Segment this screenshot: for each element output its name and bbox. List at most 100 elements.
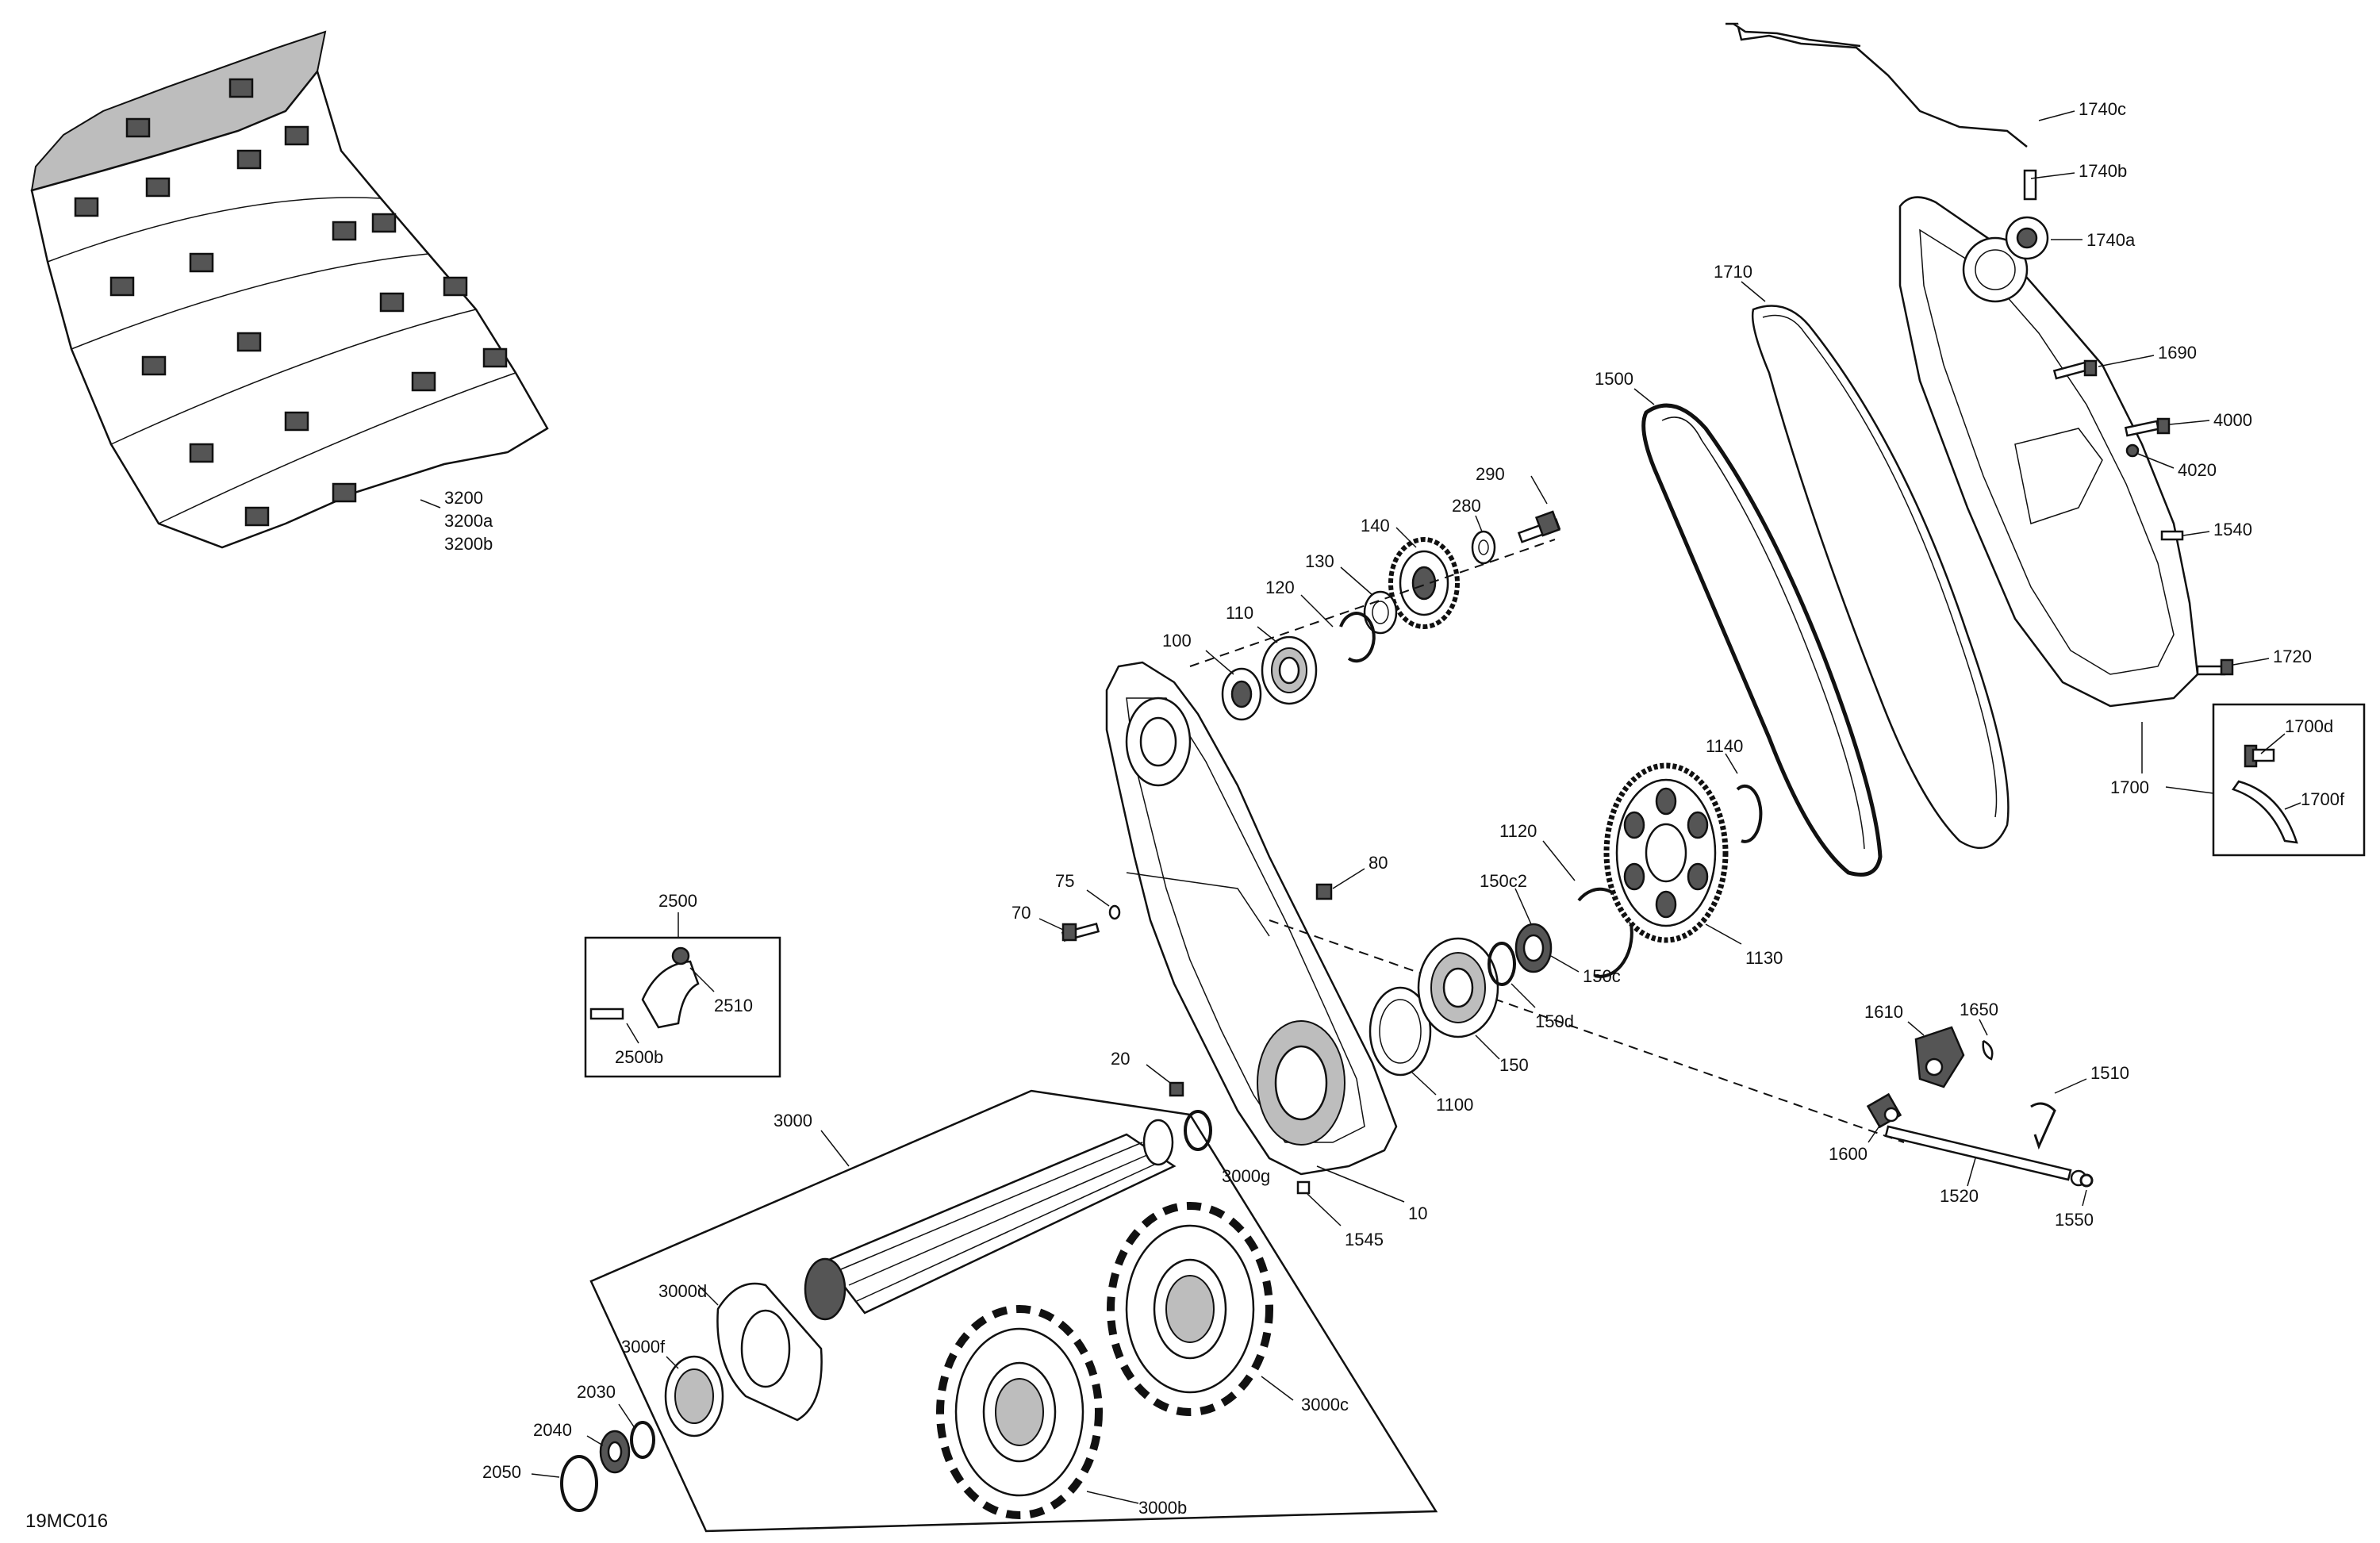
label-1740c: 1740c — [2079, 99, 2126, 119]
plate-3000d — [716, 1282, 823, 1422]
label-3000c: 3000c — [1301, 1395, 1349, 1414]
label-3000g: 3000g — [1222, 1166, 1270, 1186]
bearing-150c — [1514, 923, 1553, 973]
bolt-4000 — [2124, 417, 2171, 437]
label-150d: 150d — [1535, 1011, 1574, 1031]
label-1120: 1120 — [1499, 821, 1537, 841]
chain-1710 — [1751, 305, 2010, 850]
label-1710: 1710 — [1714, 262, 1752, 282]
sprocket-3000c — [1107, 1202, 1273, 1416]
screw-20 — [1169, 1081, 1184, 1097]
washer-75 — [1108, 904, 1121, 920]
sprocket-1130 — [1603, 762, 1729, 943]
label-100: 100 — [1162, 631, 1192, 651]
washer-280 — [1471, 530, 1496, 565]
bolt-2500b — [589, 1008, 624, 1020]
label-1540: 1540 — [2213, 520, 2252, 539]
sprocket-3000b — [936, 1305, 1103, 1519]
label-140: 140 — [1361, 516, 1390, 535]
label-1140: 1140 — [1706, 736, 1743, 756]
part-1700d — [2244, 744, 2275, 768]
nut-2040 — [599, 1430, 631, 1474]
track-illustration — [30, 30, 549, 549]
circlip-1140 — [1736, 784, 1763, 843]
label-1520: 1520 — [1940, 1186, 1979, 1206]
hub-150 — [1417, 937, 1499, 1038]
oring-150d — [1488, 942, 1516, 986]
bearing-1740a — [2005, 216, 2049, 260]
label-1545: 1545 — [1345, 1230, 1384, 1249]
label-3200b: 3200b — [444, 534, 493, 554]
label-2050: 2050 — [482, 1462, 521, 1482]
label-280: 280 — [1452, 496, 1481, 516]
belt-1500 — [1641, 403, 1883, 877]
tensioner-1610 — [1914, 1026, 1965, 1088]
label-130: 130 — [1305, 551, 1334, 571]
bolt-1690 — [2052, 359, 2098, 380]
label-3000d: 3000d — [658, 1281, 707, 1301]
kit-box-2500 — [584, 936, 781, 1078]
bearing-3000f — [664, 1355, 724, 1437]
label-1100: 1100 — [1436, 1095, 1473, 1115]
label-2500b: 2500b — [615, 1047, 663, 1067]
label-1610: 1610 — [1864, 1002, 1903, 1022]
label-2510: 2510 — [714, 996, 753, 1015]
label-3200: 3200 — [444, 488, 483, 508]
washer-2050 — [560, 1455, 598, 1512]
label-3000f: 3000f — [621, 1337, 666, 1357]
bolt-80 — [1315, 883, 1333, 900]
bolt-4020 — [2125, 443, 2140, 458]
circlip-2030 — [630, 1421, 655, 1459]
kit-box-3000 — [589, 1089, 1438, 1533]
label-1700: 1700 — [2110, 777, 2149, 797]
label-1130: 1130 — [1745, 948, 1783, 968]
label-1700d: 1700d — [2285, 716, 2333, 736]
label-1650: 1650 — [1960, 1000, 1998, 1019]
label-2500: 2500 — [658, 891, 697, 911]
spacer-130 — [1363, 590, 1398, 635]
label-150c2: 150c2 — [1480, 871, 1527, 891]
label-3000: 3000 — [774, 1111, 812, 1130]
clip-1550 — [2079, 1173, 2094, 1188]
label-1550: 1550 — [2055, 1210, 2094, 1230]
label-20: 20 — [1111, 1049, 1130, 1069]
label-75: 75 — [1055, 871, 1074, 891]
label-4000: 4000 — [2213, 410, 2252, 430]
seal-100 — [1221, 667, 1262, 721]
sprocket-140 — [1388, 537, 1460, 629]
label-3200a: 3200a — [444, 511, 493, 531]
reference-code: 19MC016 — [25, 1510, 108, 1532]
label-1510: 1510 — [2090, 1063, 2129, 1083]
plug-1545 — [1296, 1180, 1311, 1195]
label-2040: 2040 — [533, 1420, 572, 1440]
label-1700f: 1700f — [2301, 789, 2345, 809]
label-1740b: 1740b — [2079, 161, 2127, 181]
circlip-120 — [1339, 612, 1376, 663]
oring-3000g — [1184, 1110, 1212, 1151]
label-1690: 1690 — [2158, 343, 2197, 363]
kit-box-1700 — [2212, 703, 2366, 857]
axis-upper — [1269, 919, 1905, 1143]
bolt-1720 — [2196, 658, 2234, 676]
label-2030: 2030 — [577, 1382, 616, 1402]
pin-1510 — [2030, 1102, 2056, 1150]
label-120: 120 — [1265, 578, 1295, 597]
label-150: 150 — [1499, 1055, 1529, 1075]
label-290: 290 — [1476, 464, 1505, 484]
hose-1700f — [2232, 780, 2298, 844]
bolt-1540 — [2160, 530, 2184, 541]
shaft-1520 — [1884, 1125, 2087, 1187]
pivot-1600 — [1866, 1092, 1902, 1129]
label-1740a: 1740a — [2086, 230, 2136, 250]
bracket-2500 — [641, 946, 700, 1029]
label-1720: 1720 — [2273, 647, 2312, 666]
chaincase-cover — [1726, 22, 2199, 708]
bolt-290 — [1517, 510, 1561, 543]
label-1500: 1500 — [1595, 369, 1633, 389]
chaincase-housing-10 — [1105, 661, 1398, 1176]
label-80: 80 — [1368, 853, 1388, 873]
seal-1100 — [1368, 986, 1432, 1077]
label-1600: 1600 — [1829, 1144, 1868, 1164]
bearing-110 — [1261, 635, 1318, 705]
